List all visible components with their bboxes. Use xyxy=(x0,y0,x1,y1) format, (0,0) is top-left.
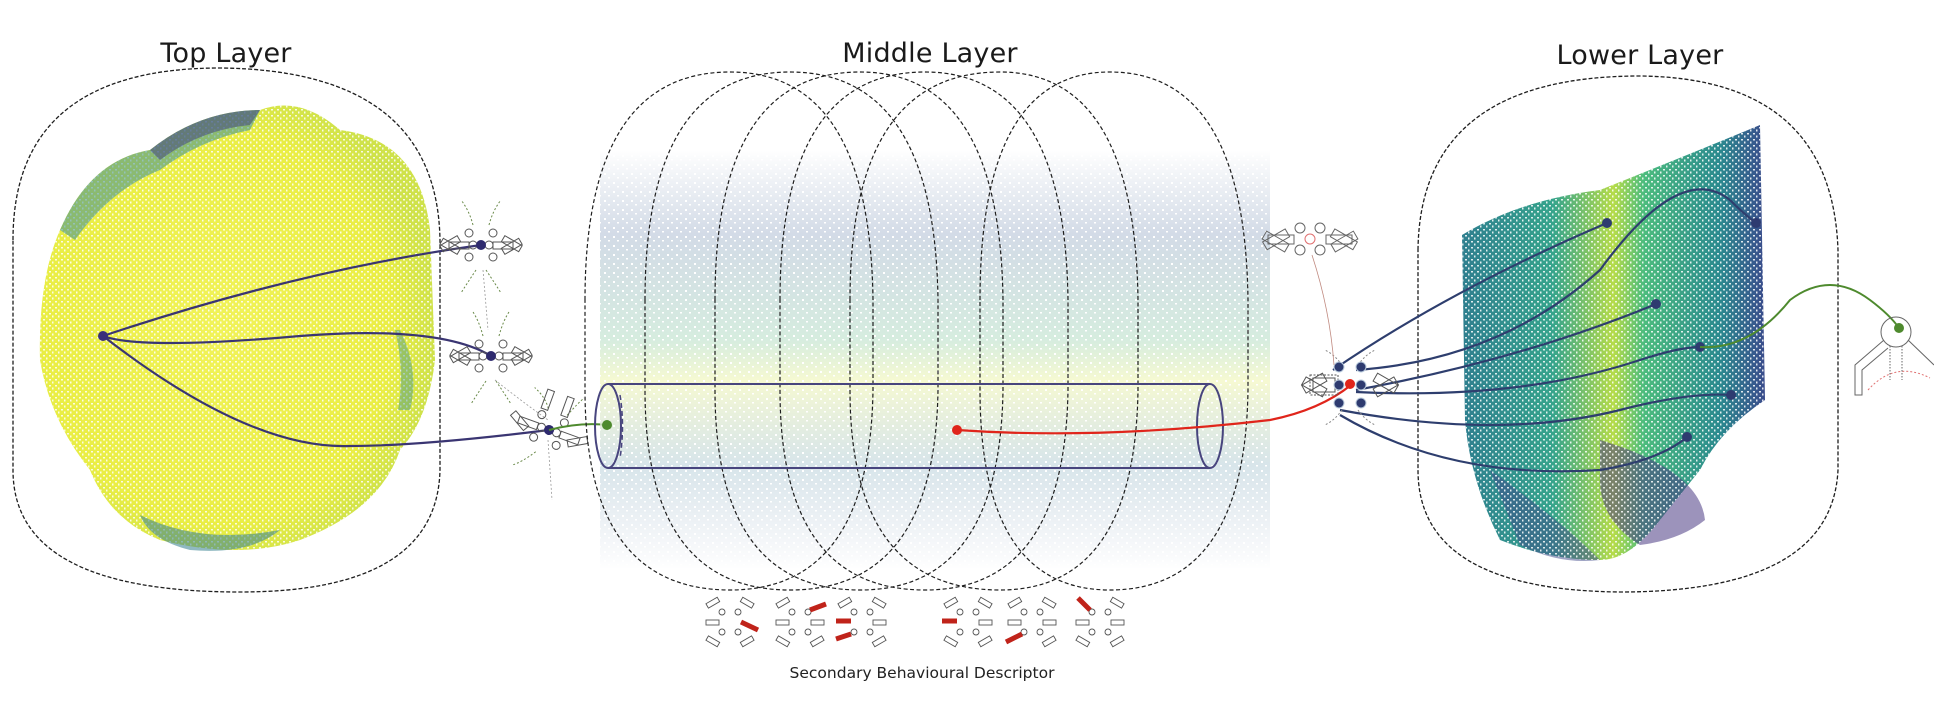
lower-layer-boundary xyxy=(1417,75,1839,593)
lower-layer-point-cloud xyxy=(1462,125,1765,561)
endpoint-node[interactable] xyxy=(1651,299,1661,309)
middle-green-node[interactable] xyxy=(602,420,612,430)
lower-layer-endpoints xyxy=(1602,218,1761,442)
top-layer-point-cloud xyxy=(39,105,435,551)
gripper-icon[interactable] xyxy=(1854,316,1934,396)
faded-robot-icon[interactable] xyxy=(1261,222,1359,256)
endpoint-node[interactable] xyxy=(1726,390,1736,400)
gripper-green-node[interactable] xyxy=(1894,323,1904,333)
descriptor-robot-3[interactable] xyxy=(835,596,887,648)
secondary-descriptor-robots xyxy=(705,596,1125,648)
middle-layer-title: Middle Layer xyxy=(842,38,1018,69)
secondary-descriptor-caption: Secondary Behavioural Descriptor xyxy=(789,664,1055,682)
lower-layer-title: Lower Layer xyxy=(1556,40,1724,71)
lower-layer-panel xyxy=(1417,75,1839,593)
endpoint-node[interactable] xyxy=(1751,218,1761,228)
top-layer-boundary xyxy=(12,67,441,593)
endpoint-node[interactable] xyxy=(1602,218,1612,228)
middle-layer-cylinder xyxy=(594,383,1224,469)
descriptor-robot-1[interactable] xyxy=(705,596,760,648)
top-layer-connections xyxy=(102,243,550,448)
endpoint-node[interactable] xyxy=(1682,432,1692,442)
robot-link-line xyxy=(482,269,553,501)
lower-layer-connections xyxy=(1332,188,1757,473)
top-layer-panel xyxy=(12,67,441,593)
descriptor-robot-2[interactable] xyxy=(775,596,827,648)
top-layer-source-node[interactable] xyxy=(98,331,108,341)
robot-link-line xyxy=(1311,254,1335,366)
middle-layer-boundaries xyxy=(584,71,1249,591)
green-gripper-connection xyxy=(1699,284,1900,349)
robot-icon-3[interactable] xyxy=(495,376,602,486)
robot-icon-2[interactable] xyxy=(449,311,533,405)
top-layer-title: Top Layer xyxy=(160,38,292,69)
robot-icon-1[interactable] xyxy=(439,199,523,294)
descriptor-robot-4[interactable] xyxy=(942,596,993,648)
descriptor-robot-5[interactable] xyxy=(1004,596,1057,648)
descriptor-robot-6[interactable] xyxy=(1075,596,1125,648)
red-connection xyxy=(956,384,1352,435)
middle-layer-panel xyxy=(584,71,1352,591)
hub-robot-icon[interactable] xyxy=(1300,349,1400,426)
